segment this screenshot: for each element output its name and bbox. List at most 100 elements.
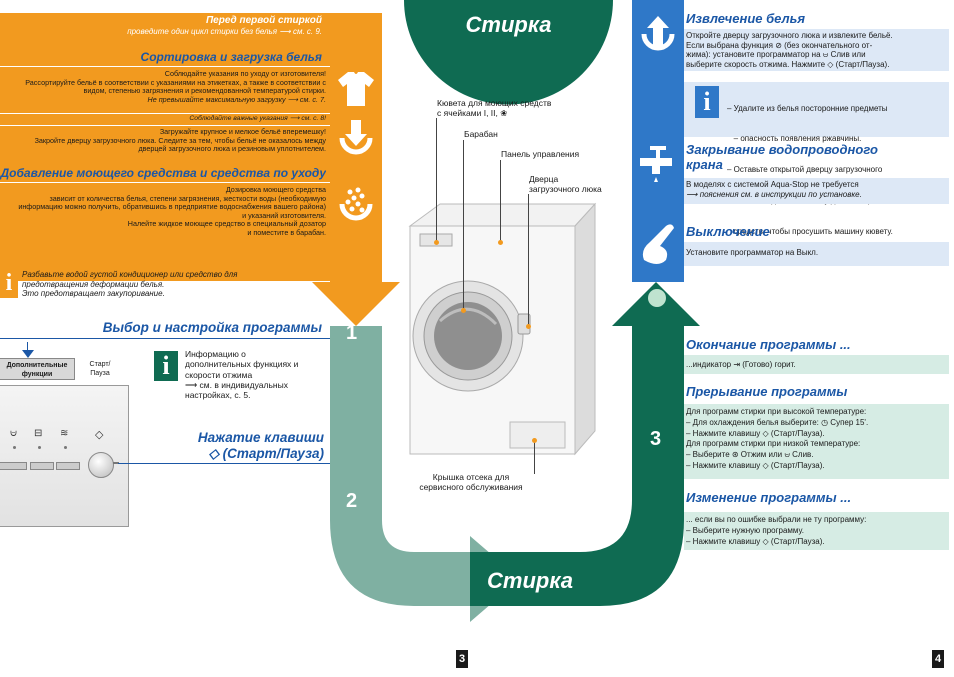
tap-line: ⟶ пояснения см. в инструкции по установк…	[686, 190, 862, 200]
detergent-title: Добавление моющего средства и средства п…	[0, 166, 326, 180]
info-line: Информацию о	[185, 349, 246, 359]
start-pause-label: Старт/ Пауза	[80, 358, 120, 382]
end-text: ...индикатор ⇥ (Готово) горит.	[686, 360, 796, 369]
callout-dot	[434, 240, 439, 245]
intro-title: Перед первой стиркой	[205, 15, 322, 26]
tap-box	[684, 178, 949, 204]
unload-info-box	[684, 82, 949, 137]
unload-line: Если выбрана функция ⊘ (без окончательно…	[686, 40, 873, 50]
extra-function-button[interactable]	[56, 462, 80, 470]
tap-title-line: крана	[686, 157, 723, 172]
info-line: скорости отжима	[185, 369, 253, 380]
dark-green-flow-arrow	[470, 282, 700, 606]
change-line: – Нажмите клавишу ◇ (Старт/Пауза).	[686, 536, 825, 546]
shirt-icon	[338, 72, 374, 106]
label-line: Старт/	[89, 361, 111, 368]
unload-arrow-icon	[641, 16, 675, 51]
interrupt-text: Для программ стирки при высокой температ…	[686, 407, 948, 472]
press-title-line: ◇ (Старт/Пауза)	[208, 446, 325, 461]
program-info-text: Информацию о дополнительных функциях и с…	[185, 349, 325, 400]
step-number: 2	[346, 490, 358, 512]
load-line: дверцей загрузочного люка и резиновым уп…	[138, 144, 326, 154]
unload-line: выберите скорость отжима. Нажмите ◇ (Ста…	[686, 59, 890, 69]
sort-line: видом, степенью загрязнения и рекомендов…	[83, 86, 326, 96]
interrupt-line: – Нажмите клавишу ◇ (Старт/Пауза).	[686, 428, 825, 438]
off-text: Установите программатор на Выкл.	[686, 248, 819, 257]
intro-text: проведите один цикл стирки без белья ⟶ с…	[127, 27, 322, 36]
divider	[0, 113, 330, 114]
change-text: ... если вы по ошибке выбрали не ту прог…	[686, 515, 948, 547]
callout-service: Крышка отсека для сервисного обслуживани…	[406, 472, 536, 492]
drain-icon: ⩁	[10, 428, 17, 439]
callout-dot	[461, 308, 466, 313]
unload-text: Откройте дверцу загрузочного люка и извл…	[686, 31, 948, 69]
callout-dot	[498, 240, 503, 245]
bottom-title: Стирка	[487, 568, 573, 593]
water-tap-icon	[640, 146, 672, 182]
end-title: Окончание программы ...	[686, 337, 851, 352]
start-symbol-icon: ◇	[95, 429, 104, 441]
callout-line: Крышка отсека для	[432, 472, 510, 482]
tap-title-line: Закрывание водопроводного	[686, 142, 878, 157]
callout-line: Дверца	[529, 174, 559, 184]
callout-dot	[526, 324, 531, 329]
info-line: Это предотвращает закупоривание.	[22, 289, 165, 298]
interrupt-box	[684, 404, 949, 479]
change-box	[684, 512, 949, 550]
callout-drum: Барабан	[464, 129, 498, 139]
leader-line	[534, 440, 535, 474]
leader-line	[500, 160, 501, 242]
sort-text: Соблюдайте указания по уходу от изготови…	[0, 69, 326, 104]
interrupt-line: Для программ стирки при низкой температу…	[686, 439, 861, 449]
orange-column	[0, 13, 330, 281]
unload-box	[684, 29, 949, 71]
info-line: Разбавьте водой густой кондиционер или с…	[22, 270, 238, 279]
start-pause-button[interactable]	[88, 452, 114, 478]
interrupt-line: – Выберите ⊛ Отжим или ⩁ Слив.	[686, 450, 814, 460]
pointer-line	[27, 342, 28, 356]
led-indicator	[13, 446, 16, 449]
change-line: ... если вы по ошибке выбрали не ту прог…	[686, 515, 867, 524]
info-line: – Оставьте открытой дверцу загрузочного	[727, 165, 883, 175]
callout-panel: Панель управления	[501, 149, 580, 159]
tap-line: В моделях с системой Aqua-Stop не требуе…	[686, 180, 859, 189]
callout-line: с ячейками I, II, ❀	[437, 108, 508, 118]
divider	[0, 338, 330, 339]
press-title-line: Нажатие клавиши	[197, 430, 324, 445]
led-indicator	[38, 446, 41, 449]
info-line: – Удалите из белья посторонние предметы	[727, 103, 888, 113]
extra-function-button[interactable]	[30, 462, 54, 470]
pointer-line	[113, 462, 119, 464]
orange-arrow-down	[312, 13, 400, 326]
callout-line: Кювета для моющих средств	[437, 98, 552, 108]
label-line: Дополнительные	[6, 362, 68, 369]
info-line: дополнительных функциях и	[185, 359, 299, 370]
ready-indicator-icon	[648, 289, 666, 307]
sort-note: Соблюдайте важные указания ⟶ см. с. 8!	[189, 115, 326, 122]
callout-dot	[532, 438, 537, 443]
detergent-text: Дозировка моющего средства зависит от ко…	[0, 185, 326, 238]
callout-line: загрузочного люка	[529, 184, 602, 194]
tap-text: В моделях с системой Aqua-Stop не требуе…	[686, 180, 948, 201]
callout-drawer: Кювета для моющих средств с ячейками I, …	[437, 98, 551, 118]
change-title: Изменение программы ...	[686, 490, 852, 505]
leader-line	[463, 140, 464, 310]
tap-title: Закрывание водопроводного крана	[686, 142, 878, 172]
detergent-line: зависит от количества белья, степени заг…	[49, 193, 326, 203]
divider	[0, 182, 330, 183]
extra-function-button[interactable]	[0, 462, 27, 470]
page-number-right: 4	[932, 650, 944, 668]
led-indicator	[64, 446, 67, 449]
info-line: средств, чтобы просушить машину кювету.	[727, 227, 893, 237]
pointer-line	[118, 463, 330, 464]
iron-icon: ⊟	[34, 428, 43, 439]
detergent-line: информацию можно получить, обратившись в…	[18, 202, 326, 212]
interrupt-line: Для программ стирки при высокой температ…	[686, 407, 867, 416]
info-icon: i	[154, 351, 178, 381]
divider	[0, 125, 330, 126]
load-text: Загружайте крупное и мелкое бельё вперем…	[0, 127, 326, 154]
info-icon: i	[0, 268, 18, 298]
water-icon: ≋	[60, 428, 69, 439]
pointer-arrow-icon	[22, 350, 34, 358]
leader-line	[436, 118, 437, 242]
